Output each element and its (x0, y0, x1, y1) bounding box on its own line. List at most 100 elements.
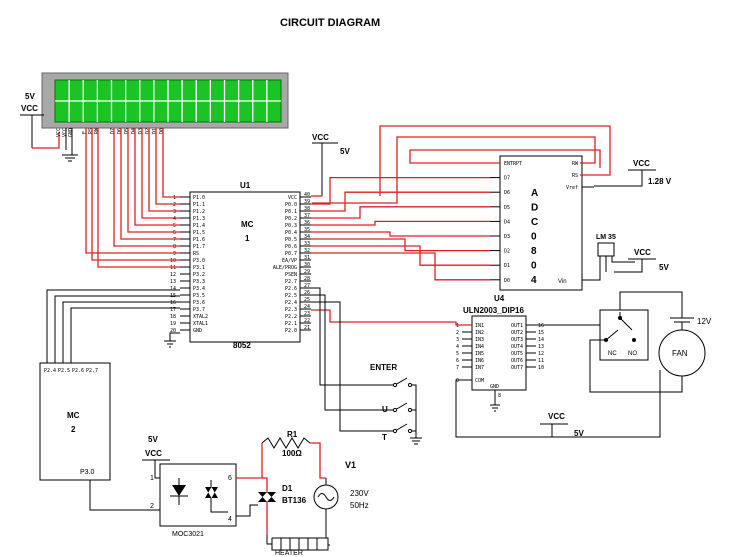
u1-pin-number: 27 (304, 283, 310, 289)
moc-led-leads (170, 478, 188, 505)
lcd-data-wire (127, 128, 180, 233)
switch-up[interactable] (392, 402, 413, 413)
uln-pin-number: 11 (538, 358, 544, 364)
lcd-data-wire (91, 128, 180, 261)
switch-up-contact-b (407, 407, 413, 413)
relay-no: NO (628, 351, 637, 357)
lcd-pin-gnd: GND (68, 128, 74, 137)
mc2-chip-body (39, 362, 111, 481)
switch-t[interactable] (392, 423, 413, 434)
u1-part: 8052 (233, 341, 251, 350)
r1-wires (236, 442, 326, 479)
u1-pin-number: 3 (173, 209, 176, 215)
u1-pin-name: P3.1 (193, 265, 205, 271)
u1-pin-name: P2.1 (285, 321, 297, 327)
lcd-data-wire (97, 128, 180, 268)
uln-pin-label: OUT3 (511, 337, 523, 343)
uln-com-label: COM (475, 378, 484, 384)
u1-pin-number: 32 (304, 248, 310, 254)
lm35-label: LM 35 (596, 234, 616, 241)
diagram-title: CIRCUIT DIAGRAM (280, 17, 380, 29)
u1-vcc-label: VCC (312, 133, 329, 142)
u1-pin-name: GND (193, 328, 202, 334)
lcd-pin-d5: D5 (124, 128, 130, 134)
u1-pin-number: 39 (304, 199, 310, 205)
u1-pin-name: P1.3 (193, 216, 205, 222)
uln-pin-label: OUT1 (511, 323, 523, 329)
u1-pin-number: 13 (170, 279, 176, 285)
u1-ground-symbol (164, 332, 180, 348)
u1-name-line1: MC (241, 220, 254, 229)
u1-pin-name: P3.3 (193, 279, 205, 285)
uln-pin-number: 10 (538, 365, 544, 371)
uln-ground-symbol (490, 390, 500, 412)
lcd-vcc-wire (32, 132, 60, 149)
fan-supply-voltage: 12V (697, 317, 712, 326)
lcd-display (41, 72, 289, 129)
adc-pin-label: D5 (504, 205, 510, 211)
uln-pin-label: OUT4 (511, 344, 523, 350)
u1-pin-number: 9 (173, 251, 176, 257)
lm35-voltage: 5V (659, 263, 669, 272)
mc2-pin-label: P2.5 (58, 368, 70, 374)
adc-pin-label: D3 (504, 234, 510, 240)
mc2-name-line2: 2 (71, 425, 76, 434)
uln-pin-label: IN2 (475, 330, 484, 336)
lcd-data-wire (141, 128, 180, 219)
u1-pin-number: 40 (304, 192, 310, 198)
switch-enter-contact-a (392, 382, 398, 388)
heater-label: HEATER (275, 550, 303, 557)
uln-gnd-label: GND (490, 384, 499, 390)
switch-t-lever (394, 423, 408, 432)
triac-gate-wire (236, 504, 258, 517)
adc-vin-label: Vin (558, 279, 567, 285)
switch-t-label: T (382, 433, 387, 442)
u1-pin-number: 25 (304, 297, 310, 303)
lcd-pin-d1: D1 (152, 128, 158, 134)
lcd-data-wire (162, 128, 180, 198)
adc-data-wire (311, 191, 490, 212)
uln-pin-number: 4 (456, 344, 459, 350)
adc-interrupt-wire (409, 149, 601, 168)
relay-no-dot (632, 338, 636, 342)
lm35-leads (599, 256, 635, 272)
moc-pin6: 6 (228, 475, 232, 482)
adc-pin-label: RS (572, 173, 578, 179)
u1-pin-number: 35 (304, 227, 310, 233)
uln-pin-number: 2 (456, 330, 459, 336)
lcd-pin-d3: D3 (138, 128, 144, 134)
u1-pin-number: 31 (304, 255, 310, 261)
switch-enter[interactable] (392, 377, 413, 388)
lcd-character-grid (55, 80, 281, 122)
heater-coil-icon (280, 538, 318, 550)
u1-right-pins: 40VCC39P0.038P0.137P0.236P0.335P0.434P0.… (273, 192, 311, 334)
moc-pin4: 4 (228, 516, 232, 523)
heater-wire (266, 535, 272, 545)
switch-t-contact-a (392, 428, 398, 434)
u1-pin-number: 21 (304, 325, 310, 331)
mc2-out-pin: P3.0 (80, 469, 95, 476)
uln-vcc-label: VCC (548, 412, 565, 421)
u1-name-line2: 1 (245, 234, 250, 243)
lcd-pin-d7: D7 (110, 128, 116, 134)
switch-enter-lever (394, 377, 408, 386)
uln-part: ULN2003_DIP16 (463, 306, 524, 315)
u1-pin-number: 38 (304, 206, 310, 212)
adc-rs-wire (379, 125, 611, 196)
u1-pin-name: P0.1 (285, 209, 297, 215)
adc-pin-label: D7 (504, 176, 510, 182)
u1-chip-body (189, 191, 301, 343)
adc-pin-label: D6 (504, 190, 510, 196)
uln-pin-label: IN5 (475, 351, 484, 357)
u1-pin-name: P0.4 (285, 230, 297, 236)
relay-body (599, 309, 649, 361)
mc2-pin-label: P2.4 (44, 368, 56, 374)
mc2-pin-label: P2.7 (86, 368, 98, 374)
switch-t-contact-b (407, 428, 413, 434)
uln-pin-number: 1 (456, 323, 459, 329)
u1-pin-name: P0.5 (285, 237, 297, 243)
lcd-data-wire (155, 128, 180, 205)
uln-pin-label: OUT7 (511, 365, 523, 371)
